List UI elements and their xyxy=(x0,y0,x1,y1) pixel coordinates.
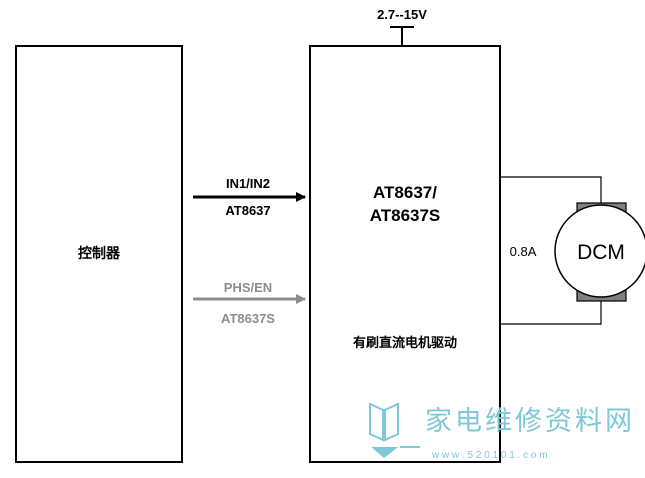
controller-label: 控制器 xyxy=(78,245,121,261)
watermark: 家电维修资料网 w w w . 5 2 0 1 0 1 . c o m xyxy=(369,402,635,461)
driver-caption: 有刷直流电机驱动 xyxy=(353,335,457,350)
controller-block xyxy=(15,45,183,463)
signal1-top-label: IN1/IN2 xyxy=(226,176,270,191)
watermark-url-text: w w w . 5 2 0 1 0 1 . c o m xyxy=(431,450,548,461)
motor-label: DCM xyxy=(577,241,625,264)
driver-part-line2: AT8637S xyxy=(370,206,441,225)
driver-part-line1: AT8637/ xyxy=(373,183,437,202)
supply-label: 2.7--15V xyxy=(377,7,427,22)
motor-symbol: DCM xyxy=(554,202,645,302)
motor-wire-top xyxy=(500,176,602,205)
signal1-bottom-label: AT8637 xyxy=(225,203,270,218)
motor-body xyxy=(554,204,645,298)
current-label: 0.8A xyxy=(510,244,537,259)
signal2-top-label: PHS/EN xyxy=(224,280,272,295)
driver-block xyxy=(309,45,501,463)
signal2-bottom-label: AT8637S xyxy=(221,311,275,326)
motor-wire-bottom xyxy=(500,298,602,325)
watermark-cn-text: 家电维修资料网 xyxy=(425,406,635,436)
watermark-logo-icon xyxy=(369,402,420,458)
